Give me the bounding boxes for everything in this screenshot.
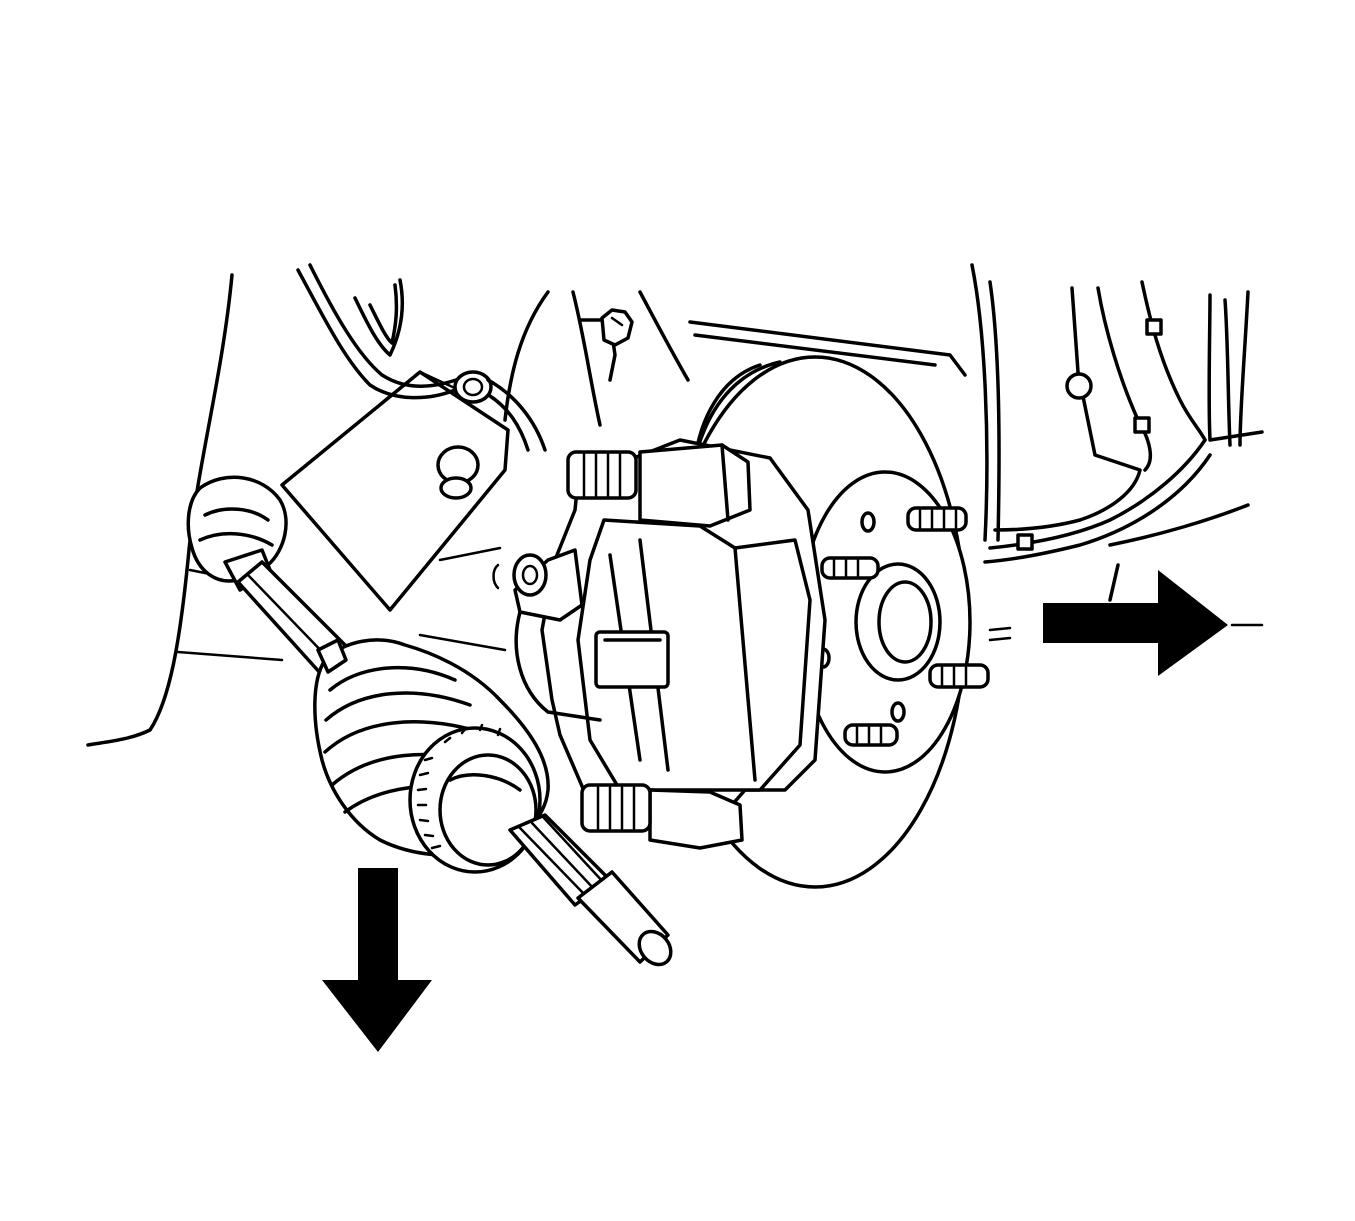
- strut-mount-bracket: [280, 370, 510, 652]
- brake-line: [296, 263, 547, 500]
- arrow-right-icon: [1043, 570, 1264, 676]
- wheel-stud: [843, 723, 899, 747]
- brake-caliper: [513, 438, 827, 850]
- fender-panel-right: [970, 263, 1264, 602]
- outer-cv-joint: [408, 723, 542, 874]
- axle-splined-stub: [508, 813, 673, 967]
- wheel-stud: [928, 663, 990, 689]
- wheel-stud: [906, 506, 968, 532]
- wheel-stud: [820, 556, 880, 580]
- brake-bleeder-valve: [492, 553, 548, 597]
- arrow-down-icon: [322, 868, 432, 1052]
- knuckle-background: [503, 290, 967, 427]
- inner-cv-joint: [186, 475, 288, 592]
- wheel-studs: [820, 506, 990, 747]
- caliper-guide-bolt-lower: [580, 783, 652, 833]
- caliper-guide-bolt-upper: [566, 450, 638, 500]
- wheel-hub: [798, 470, 972, 774]
